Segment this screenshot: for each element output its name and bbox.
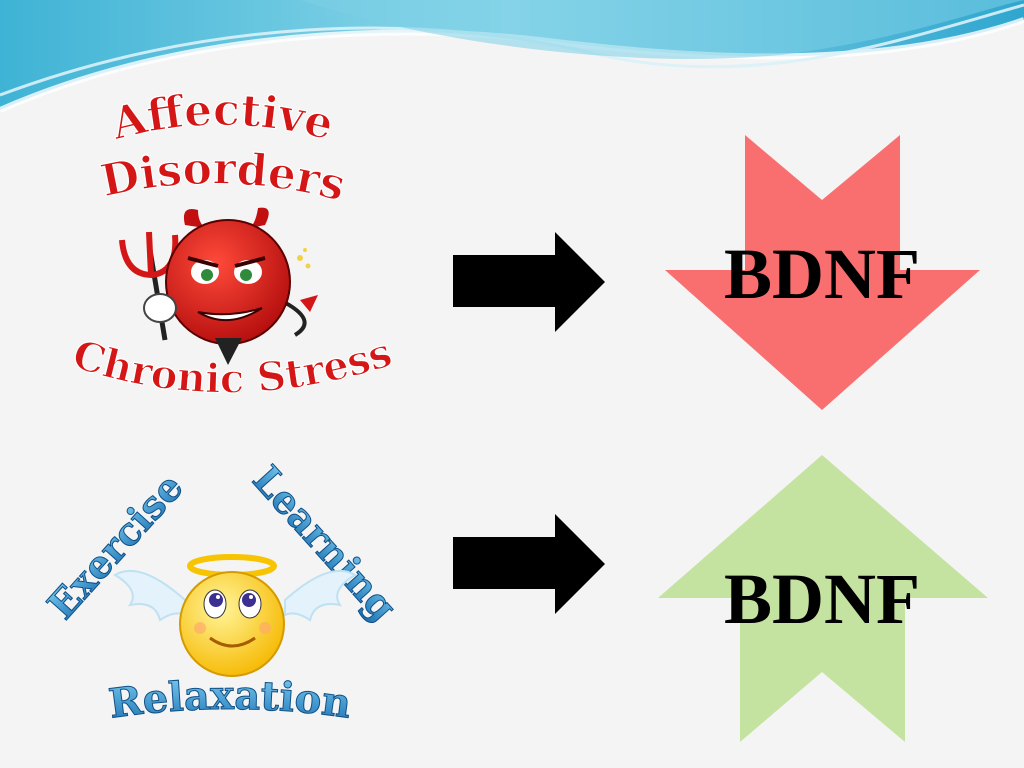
devil-icon [119,207,318,365]
disorders-text: Disorders [96,143,351,212]
down-arrow-icon [665,135,980,410]
bdnf-label-bottom: BDNF [724,559,920,639]
right-arrow-icon-bottom [453,514,605,614]
up-arrow-icon [658,455,988,742]
right-arrow-icon [453,232,605,332]
bdnf-label-top: BDNF [724,234,920,314]
affective-title: Affective [106,85,339,151]
relaxation-text: Relaxation [106,671,355,728]
disorders-title: Disorders [97,143,351,211]
angel-smiley-icon [113,554,357,677]
header-wave-decoration [0,0,1024,113]
affective-text: Affective [105,84,339,151]
relaxation-label: Relaxation [106,672,354,728]
